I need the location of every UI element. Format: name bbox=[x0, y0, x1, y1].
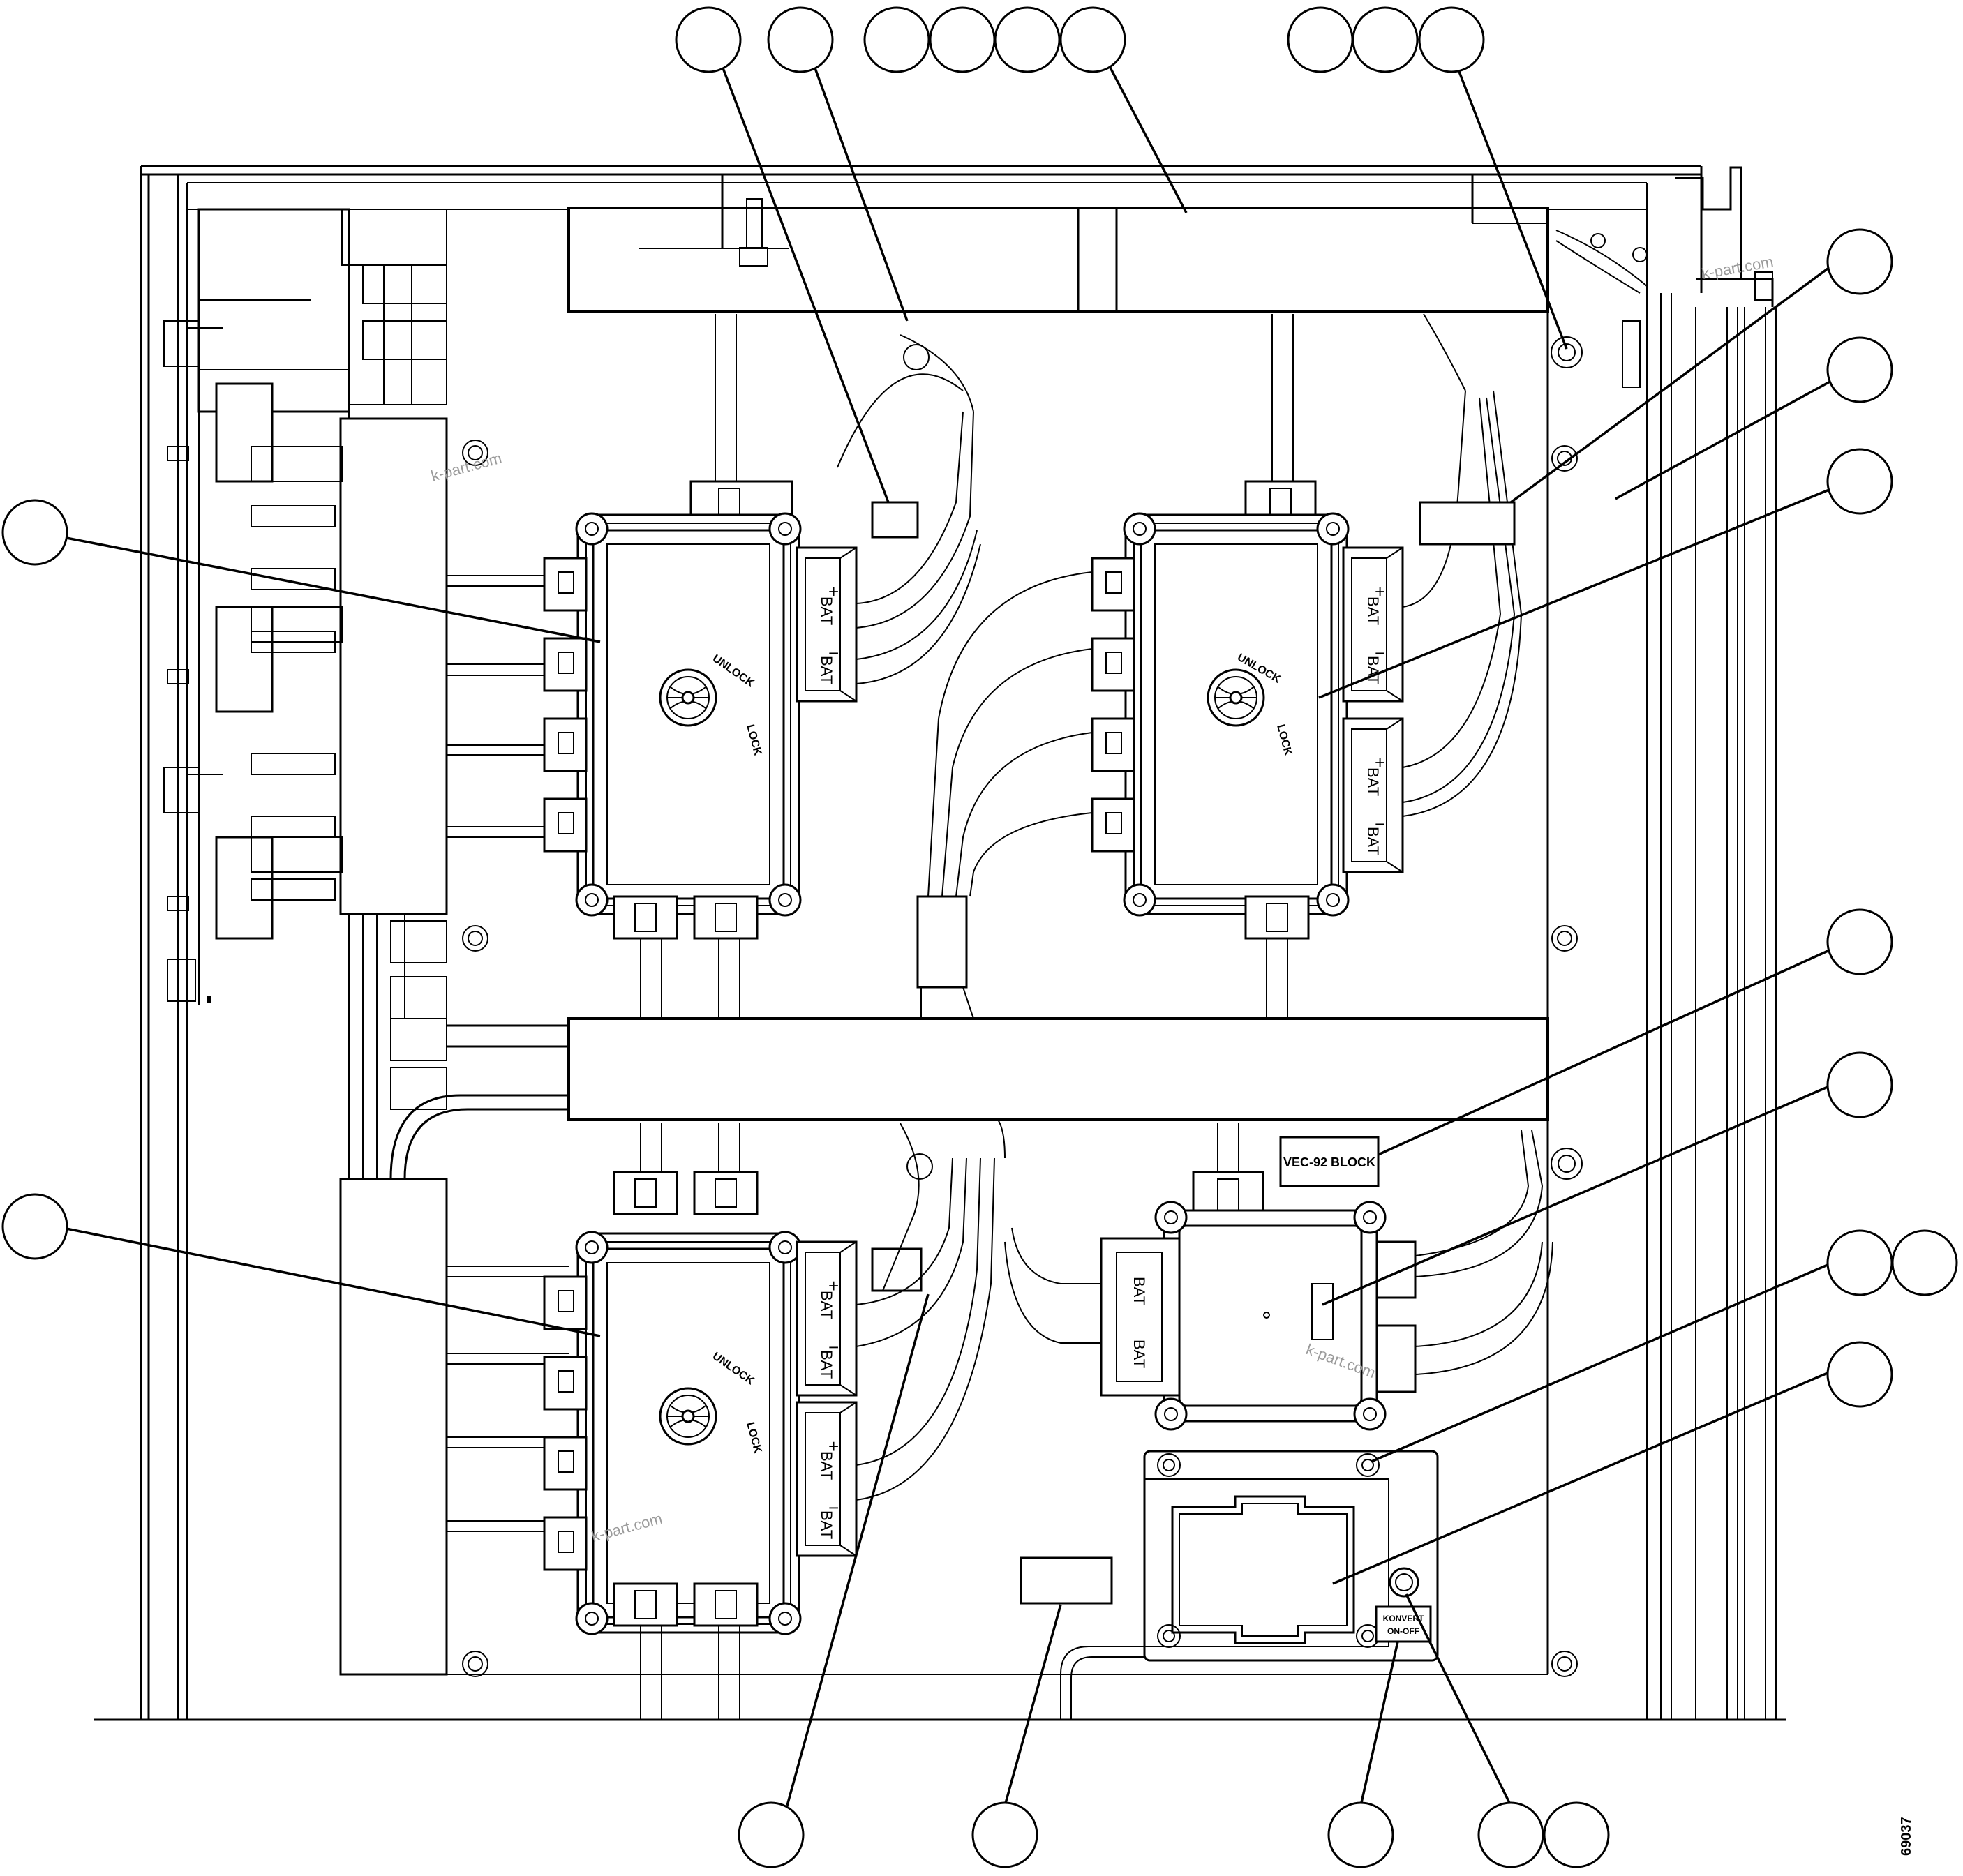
callout-left-1 bbox=[1, 499, 68, 566]
callout-top-9 bbox=[1418, 6, 1485, 73]
callout-bottom-4 bbox=[1477, 1801, 1544, 1868]
vec-module-top-right bbox=[916, 313, 1583, 1019]
blank-label-panel bbox=[1020, 1556, 1113, 1605]
leader-lines bbox=[62, 66, 1834, 1806]
callout-top-6 bbox=[1059, 6, 1126, 73]
vec-module-top-left bbox=[543, 314, 981, 1019]
callout-right-8 bbox=[1826, 1341, 1893, 1408]
callout-right-1 bbox=[1826, 228, 1893, 295]
callout-top-5 bbox=[994, 6, 1061, 73]
callout-left-2 bbox=[1, 1193, 68, 1260]
top-cable-duct bbox=[567, 174, 1648, 388]
vec-module-bottom-left bbox=[543, 1119, 1006, 1720]
callout-bottom-3 bbox=[1327, 1801, 1394, 1868]
callout-bottom-1 bbox=[738, 1801, 805, 1868]
enclosure-frame bbox=[94, 165, 1786, 1721]
callout-balloons bbox=[1, 6, 1958, 1868]
callout-right-5 bbox=[1826, 1051, 1893, 1118]
callout-right-3 bbox=[1826, 448, 1893, 515]
callout-right-2 bbox=[1826, 336, 1893, 403]
callout-top-8 bbox=[1352, 6, 1419, 73]
callout-right-4 bbox=[1826, 908, 1893, 975]
figure-number: 69037 bbox=[1899, 1817, 1914, 1856]
switch-label-line1: KONVERT bbox=[1383, 1614, 1424, 1623]
callout-right-7 bbox=[1891, 1229, 1958, 1296]
callout-top-3 bbox=[863, 6, 930, 73]
vec-block-label: VEC-92 BLOCK bbox=[1283, 1155, 1375, 1169]
left-component-strip bbox=[197, 208, 569, 1676]
svg-text:BAT: BAT bbox=[1130, 1277, 1148, 1305]
callout-right-6 bbox=[1826, 1229, 1893, 1296]
callout-top-7 bbox=[1287, 6, 1354, 73]
callout-top-1 bbox=[675, 6, 742, 73]
callout-bottom-2 bbox=[971, 1801, 1038, 1868]
svg-text:BAT: BAT bbox=[1130, 1340, 1148, 1368]
left-terminal-column bbox=[163, 209, 343, 1005]
bottom-cable-duct bbox=[389, 1017, 1549, 1180]
callout-top-4 bbox=[929, 6, 996, 73]
callout-top-2 bbox=[767, 6, 834, 73]
switch-label-line2: ON-OFF bbox=[1387, 1626, 1419, 1636]
vec-module-bottom-right: BAT BAT bbox=[1004, 1123, 1583, 1431]
switch-plate bbox=[1060, 1450, 1439, 1720]
callout-bottom-5 bbox=[1543, 1801, 1610, 1868]
vec-block-label-box: VEC-92 BLOCK bbox=[1279, 1136, 1380, 1187]
